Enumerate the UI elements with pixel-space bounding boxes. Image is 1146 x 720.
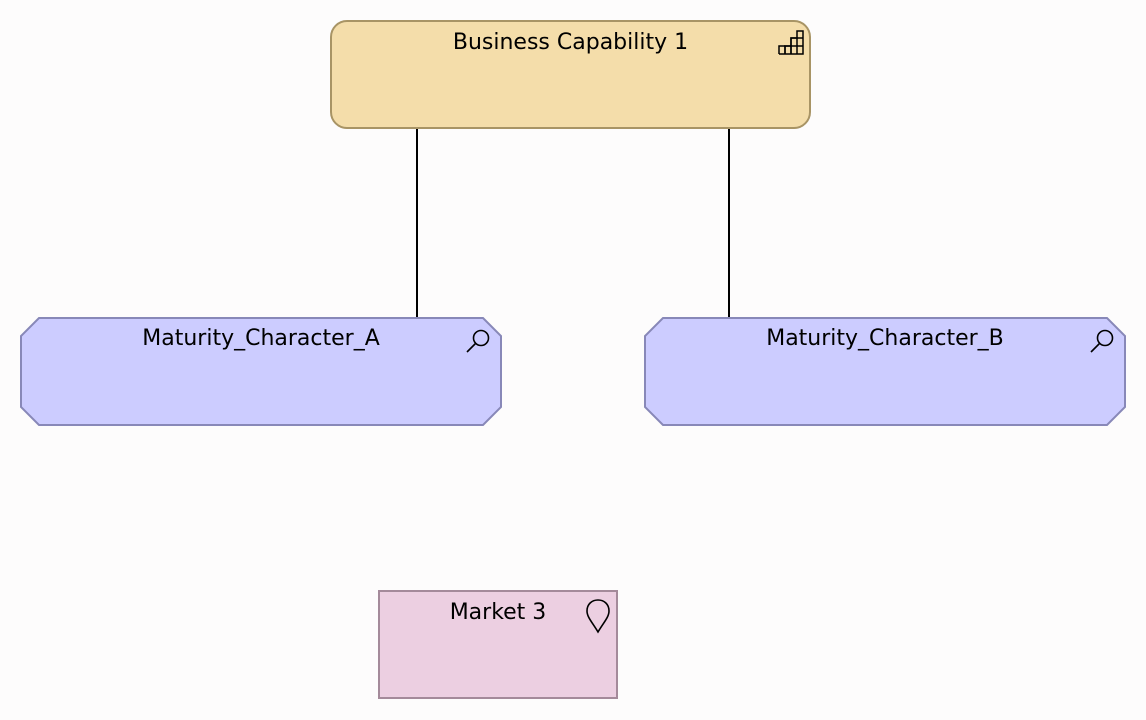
market-label: Market 3: [449, 600, 547, 625]
business-capability-node[interactable]: [330, 20, 811, 129]
maturity-character-b-node[interactable]: [644, 317, 1126, 426]
maturity-character-a-node[interactable]: [20, 317, 502, 426]
market-node[interactable]: [378, 590, 618, 699]
location-pin-icon: [586, 599, 610, 634]
search-icon: [466, 329, 490, 353]
business-capability-label: Business Capability 1: [452, 30, 689, 55]
maturity-character-b-label: Maturity_Character_B: [766, 326, 1004, 351]
maturity-character-a-label: Maturity_Character_A: [142, 326, 380, 351]
search-icon: [1090, 329, 1114, 353]
capability-icon: [778, 30, 804, 55]
